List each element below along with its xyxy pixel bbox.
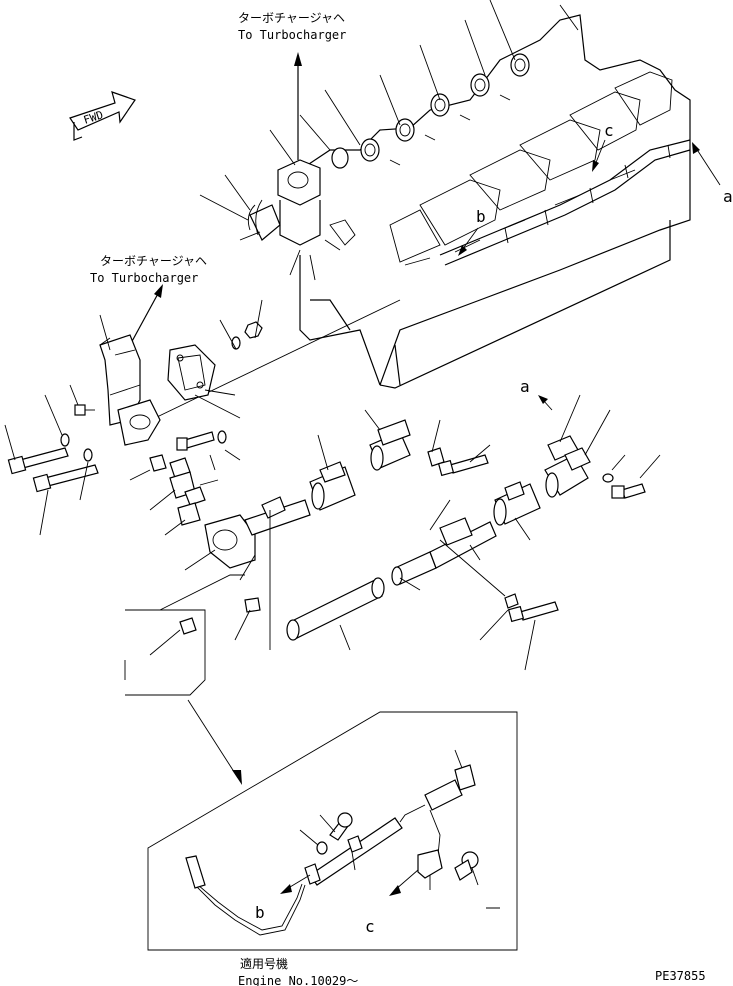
- turbo-left-en-label: To Turbocharger: [90, 271, 198, 285]
- serial-en-label: Engine No.10029～: [238, 974, 358, 986]
- turbo-top-jp-label: ターボチャージャヘ: [238, 11, 345, 25]
- detail-callout-box: [124, 574, 245, 785]
- turbo-top-en-label: To Turbocharger: [238, 28, 346, 42]
- forward-arrow-icon: FWD: [69, 91, 136, 141]
- ref-b-bottom-label: b: [255, 903, 265, 922]
- fwd-label: FWD: [82, 108, 105, 127]
- turbo-arrow-left: ターボチャージャヘ To Turbocharger: [90, 254, 207, 346]
- lower-pipe-assembly: [184, 394, 661, 671]
- ref-a-mid-label: a: [520, 377, 530, 396]
- ref-c-bottom-label: c: [365, 917, 375, 936]
- serial-jp-label: 適用号機: [240, 956, 288, 971]
- left-bolt-group: [4, 384, 99, 536]
- ref-b-top-label: b: [476, 207, 486, 226]
- assembly-centerline: [129, 299, 401, 431]
- engine-block: [199, 0, 691, 389]
- ref-c-top-label: c: [604, 121, 614, 140]
- drawing-code-label: PE37855: [655, 969, 706, 983]
- center-fitting-group: [129, 430, 241, 536]
- turbo-arrow-top: ターボチャージャヘ To Turbocharger: [238, 11, 346, 160]
- ref-a-top-label: a: [723, 187, 733, 206]
- nut-washer-group: [219, 299, 263, 350]
- detail-panel: [147, 711, 518, 951]
- reference-arrows: [458, 139, 721, 411]
- turbo-left-jp-label: ターボチャージャヘ: [100, 254, 207, 268]
- left-elbow-group: [99, 314, 241, 446]
